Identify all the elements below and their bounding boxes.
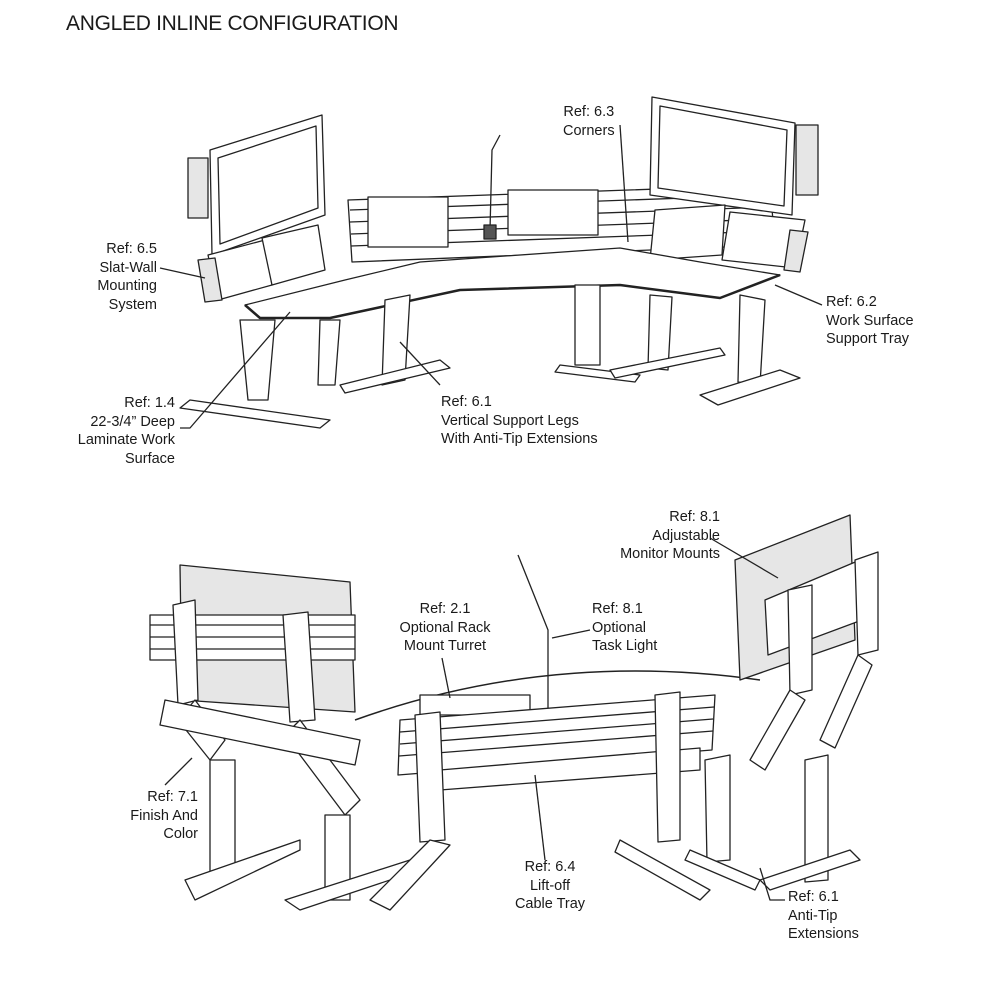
callout-text: Corners (563, 122, 615, 139)
callout-text: Finish And (130, 807, 198, 824)
callout-task-light: Ref: 8.1 Optional Task Light (592, 600, 657, 656)
callout-slat-wall: Ref: 6.5 Slat-Wall Mounting System (97, 240, 157, 314)
callout-text: Surface (125, 450, 175, 467)
callout-ref: Ref: 1.4 (124, 395, 175, 411)
callout-text: Slat-Wall (99, 259, 157, 276)
callout-ref: Ref: 7.1 (147, 789, 198, 805)
callout-text: Optional (592, 619, 647, 636)
callout-text: Work Surface (826, 312, 914, 329)
callout-finish-color: Ref: 7.1 Finish And Color (130, 788, 198, 844)
callout-corners: Ref: 6.3 Corners (563, 103, 615, 140)
bottom-console-illustration (149, 514, 879, 911)
callout-text: Extensions (788, 926, 859, 942)
callout-ref: Ref: 6.2 (826, 294, 877, 310)
callout-text: Cable Tray (514, 896, 586, 912)
callout-text: Color (163, 826, 198, 842)
callout-anti-tip: Ref: 6.1 Anti-Tip Extensions (788, 888, 859, 944)
callout-text: Vertical Support Legs (441, 412, 579, 429)
callout-text: Optional Rack (399, 619, 491, 636)
callout-text: Anti-Tip (788, 907, 838, 924)
callout-support-tray: Ref: 6.2 Work Surface Support Tray (826, 293, 914, 349)
callout-support-legs: Ref: 6.1 Vertical Support Legs With Anti… (441, 393, 598, 449)
callout-text: Laminate Work (77, 432, 175, 448)
callout-leader-lines (159, 124, 823, 901)
callout-text: With Anti-Tip Extensions (441, 431, 598, 447)
callout-text: Task Light (592, 638, 658, 654)
callout-text: Adjustable (652, 527, 720, 544)
callout-text: Support Tray (826, 331, 910, 347)
callout-ref: Ref: 6.1 (788, 889, 839, 905)
callout-monitor-mounts: Ref: 8.1 Adjustable Monitor Mounts (620, 508, 720, 564)
callout-ref: Ref: 2.1 (419, 601, 471, 617)
callout-ref: Ref: 6.5 (106, 241, 157, 257)
callout-work-surface: Ref: 1.4 22-3/4” Deep Laminate Work Surf… (78, 394, 175, 468)
callout-text: 22-3/4” Deep (90, 413, 175, 430)
callout-text: System (108, 296, 157, 313)
callout-ref: Ref: 6.1 (441, 394, 492, 410)
callout-rack-turret: Ref: 2.1 Optional Rack Mount Turret (385, 600, 505, 656)
callout-ref: Ref: 6.4 (524, 859, 576, 875)
callout-text: Mounting (97, 278, 157, 294)
page-title: ANGLED INLINE CONFIGURATION (66, 12, 399, 35)
callout-text: Monitor Mounts (620, 546, 720, 562)
top-console-illustration (179, 96, 819, 429)
callout-text: Lift-off (529, 877, 571, 894)
callout-ref: Ref: 8.1 (592, 601, 643, 617)
callout-cable-tray: Ref: 6.4 Lift-off Cable Tray (500, 858, 600, 914)
callout-ref: Ref: 8.1 (669, 509, 720, 525)
callout-text: Mount Turret (403, 638, 487, 654)
callout-ref: Ref: 6.3 (563, 104, 615, 120)
